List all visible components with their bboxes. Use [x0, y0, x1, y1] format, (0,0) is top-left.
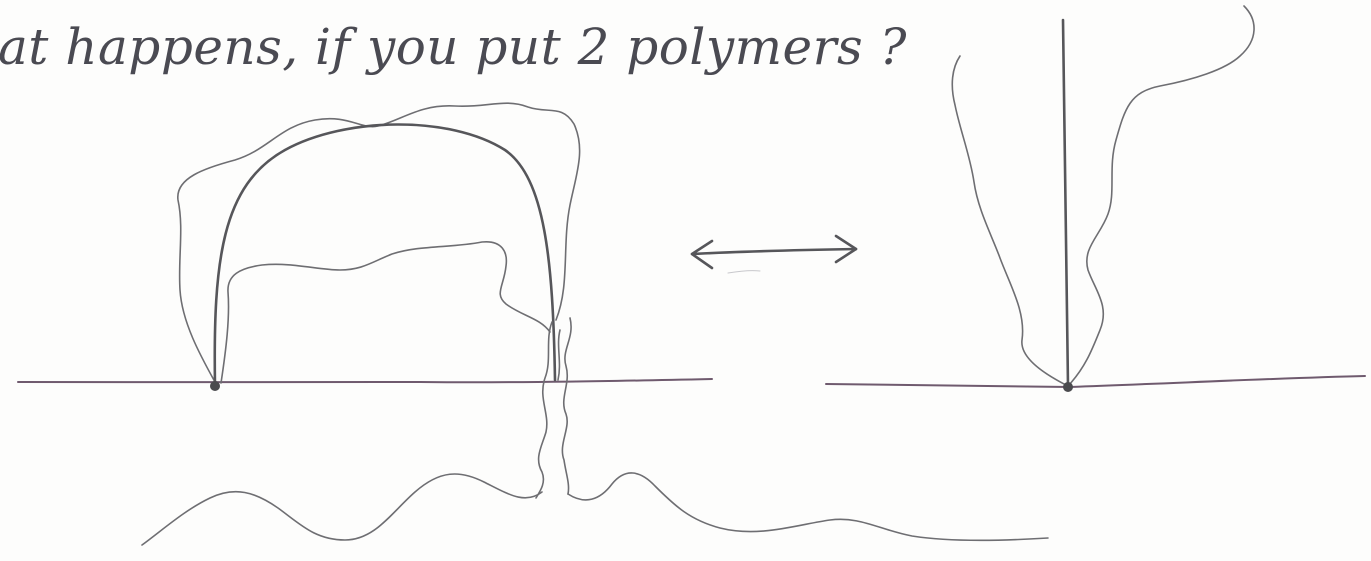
- stretched-polymer-left-envelope: [951, 55, 1069, 387]
- left-grafting-surface: [17, 378, 713, 384]
- arched-polymer-inner-contour: [220, 241, 551, 384]
- double-headed-arrow-icon: [690, 234, 858, 274]
- arched-polymer-backbone: [213, 123, 557, 387]
- right-anchor-dot: [1063, 382, 1073, 392]
- stretched-polymer-backbone: [1061, 18, 1070, 388]
- left-panel: [17, 102, 1049, 546]
- right-panel: [825, 5, 1366, 392]
- stretched-polymer-right-envelope: [1067, 5, 1255, 387]
- arched-polymer-outer-envelope: [177, 102, 581, 383]
- bottom-left-wavy-chain: [141, 473, 543, 546]
- handwritten-caption: at happens, if you put 2 polymers ?: [0, 18, 907, 76]
- crossing-strand-b: [561, 317, 572, 495]
- right-grafting-surface: [825, 375, 1366, 389]
- left-anchor-dot: [210, 381, 220, 391]
- crossing-strand-a: [535, 321, 553, 499]
- bottom-right-wavy-chain: [567, 472, 1049, 542]
- crossing-strand-c: [557, 329, 561, 381]
